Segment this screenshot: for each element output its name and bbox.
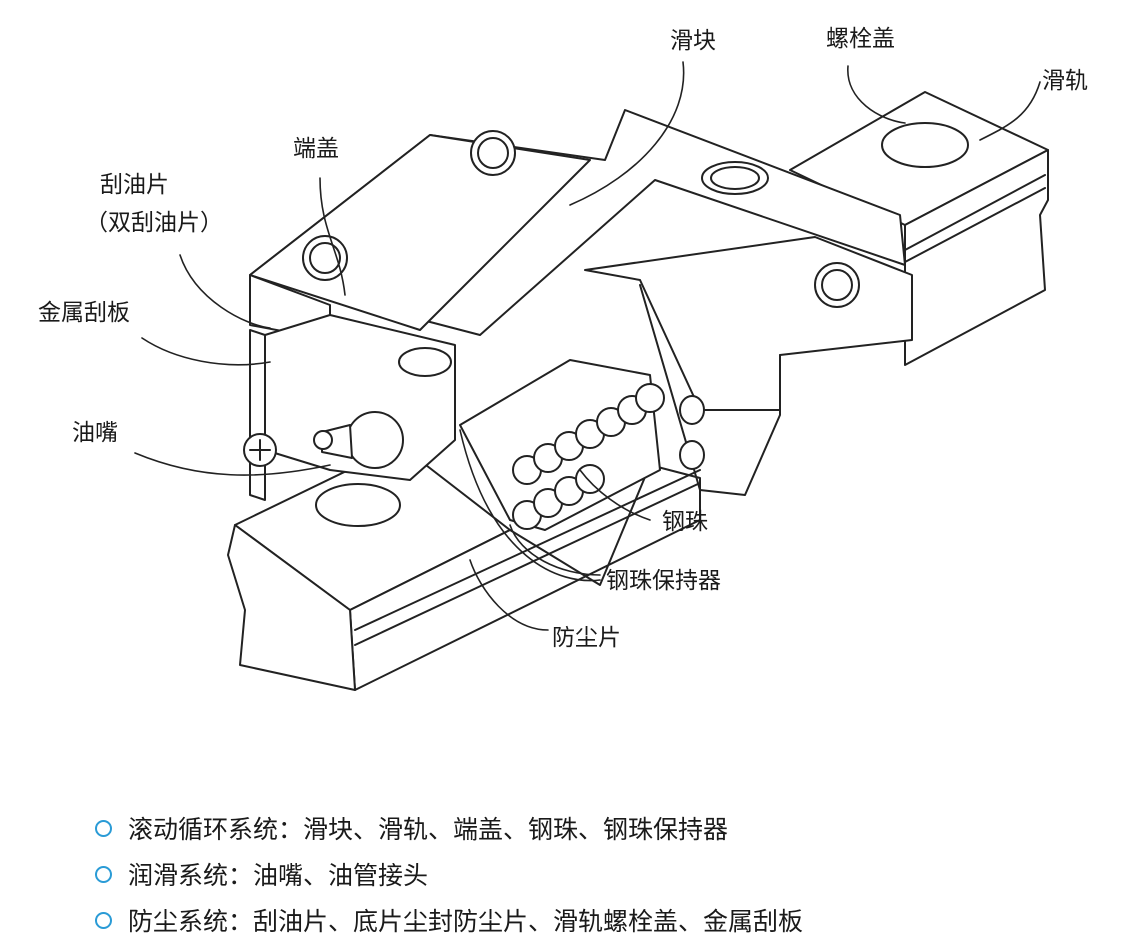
grease-nipple-head (346, 411, 404, 469)
legend-text: 润滑系统：油嘴、油管接头 (128, 861, 429, 890)
linear-guide-diagram (134, 61, 1049, 691)
label-metal-scraper: 金属刮板 (38, 300, 130, 326)
label-dust-strip: 防尘片 (552, 625, 621, 651)
legend-text: 滚动循环系统：滑块、滑轨、端盖、钢珠、钢珠保持器 (128, 815, 729, 844)
rail-near-bolt-hole (315, 483, 401, 527)
label-slider: 滑块 (670, 28, 716, 54)
legend-text: 防尘系统：刮油片、底片尘封防尘片、滑轨螺栓盖、金属刮板 (128, 907, 804, 936)
label-oil-scraper: 刮油片 (100, 172, 169, 198)
legend-item-dustproof: 防尘系统：刮油片、底片尘封防尘片、滑轨螺栓盖、金属刮板 (95, 897, 1095, 943)
rail-bolt-hole (881, 122, 969, 168)
circle-bullet-icon (95, 819, 112, 837)
label-steel-ball: 钢珠 (662, 509, 708, 535)
rail-far-side (904, 149, 1049, 366)
label-oil-scraper-sub: （双刮油片） (85, 210, 223, 236)
label-bolt-cap: 螺栓盖 (826, 26, 895, 52)
label-grease-nipple: 油嘴 (72, 420, 118, 446)
legend-item-rolling: 滚动循环系统：滑块、滑轨、端盖、钢珠、钢珠保持器 (95, 805, 1095, 851)
circle-bullet-icon (95, 865, 112, 883)
label-rail: 滑轨 (1042, 68, 1088, 94)
rail-near-side (349, 464, 701, 691)
label-ball-retainer: 钢珠保持器 (606, 568, 721, 594)
steel-balls (512, 383, 665, 530)
legend: 滚动循环系统：滑块、滑轨、端盖、钢珠、钢珠保持器 润滑系统：油嘴、油管接头 防尘… (95, 805, 1095, 943)
legend-item-lubrication: 润滑系统：油嘴、油管接头 (95, 851, 1095, 897)
circle-bullet-icon (95, 911, 112, 929)
label-end-cap: 端盖 (293, 136, 339, 162)
